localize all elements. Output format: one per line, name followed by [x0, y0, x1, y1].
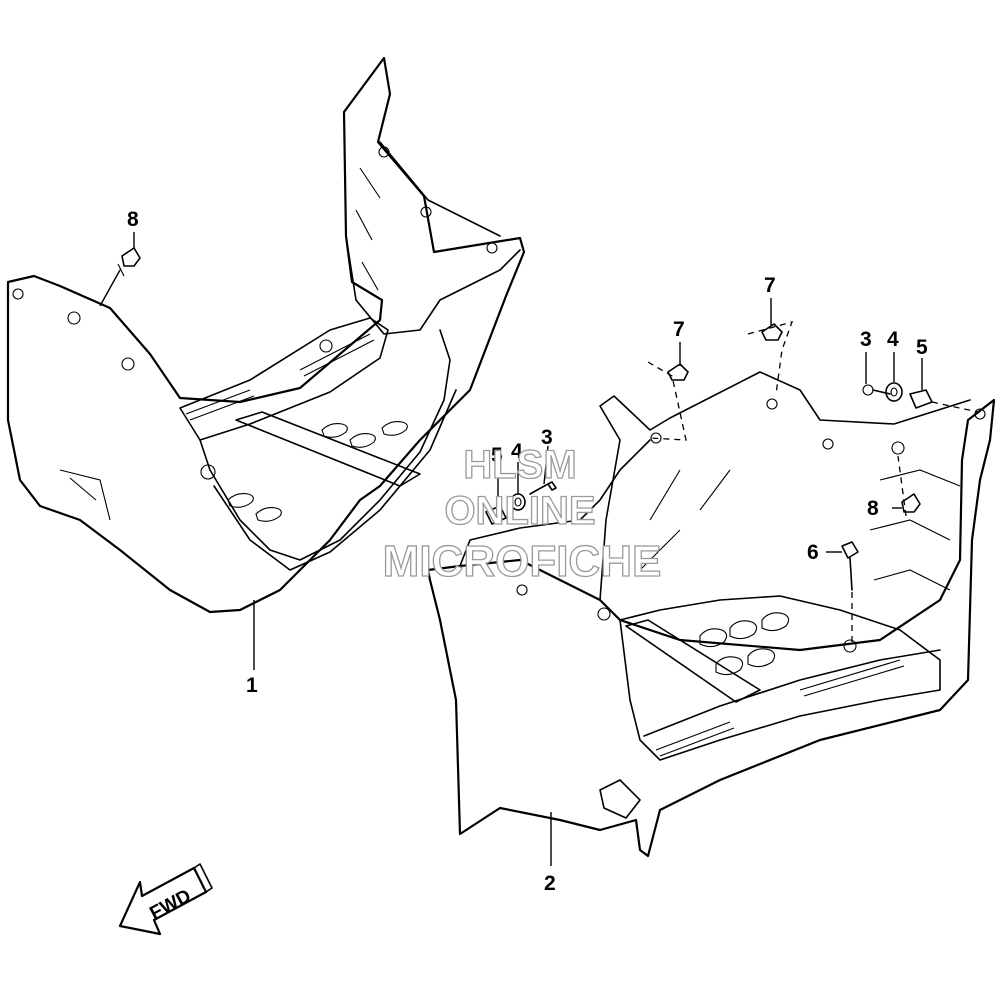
callout-part-4-left: 4 — [511, 440, 523, 463]
part-1-left-floorboard — [6, 56, 526, 614]
fastener-clip-7-right — [761, 323, 783, 341]
callout-part-4-right: 4 — [887, 328, 899, 351]
fastener-screw-3-right — [862, 384, 891, 396]
watermark-line-1: HLSM — [463, 443, 576, 487]
callout-part-7-right: 7 — [764, 274, 776, 297]
callout-part-7-left: 7 — [673, 318, 685, 341]
fastener-screw-3-left — [529, 481, 557, 495]
callout-labels: 8 1 2 7 7 3 4 5 8 6 3 4 5 — [127, 208, 928, 895]
part-2-right-floorboard — [426, 371, 996, 858]
callout-part-8-right: 8 — [867, 497, 879, 520]
callout-part-5-right: 5 — [916, 336, 928, 359]
callout-part-6: 6 — [807, 541, 819, 564]
callout-part-8-left: 8 — [127, 208, 139, 231]
fastener-clip-7-left — [667, 363, 689, 381]
fastener-clip-8-right — [901, 493, 921, 513]
callout-part-5-left: 5 — [491, 444, 503, 467]
fastener-clip-8-left — [117, 247, 141, 277]
forward-arrow-icon: FWD — [118, 863, 213, 936]
fastener-collar-5-right — [909, 389, 933, 409]
fastener-collar-5-left — [485, 505, 507, 525]
callout-part-3-right: 3 — [860, 328, 872, 351]
leader-lines — [99, 232, 979, 866]
callout-part-1: 1 — [246, 674, 258, 697]
fastener-bolt-6 — [841, 541, 859, 591]
fastener-washer-4-right — [885, 382, 903, 402]
watermark: HLSM ONLINE MICROFICHE — [382, 442, 662, 586]
callout-part-2: 2 — [544, 872, 556, 895]
watermark-line-3: MICROFICHE — [383, 537, 662, 586]
watermark-line-2: ONLINE — [444, 489, 595, 533]
callout-part-3-left: 3 — [541, 426, 553, 449]
